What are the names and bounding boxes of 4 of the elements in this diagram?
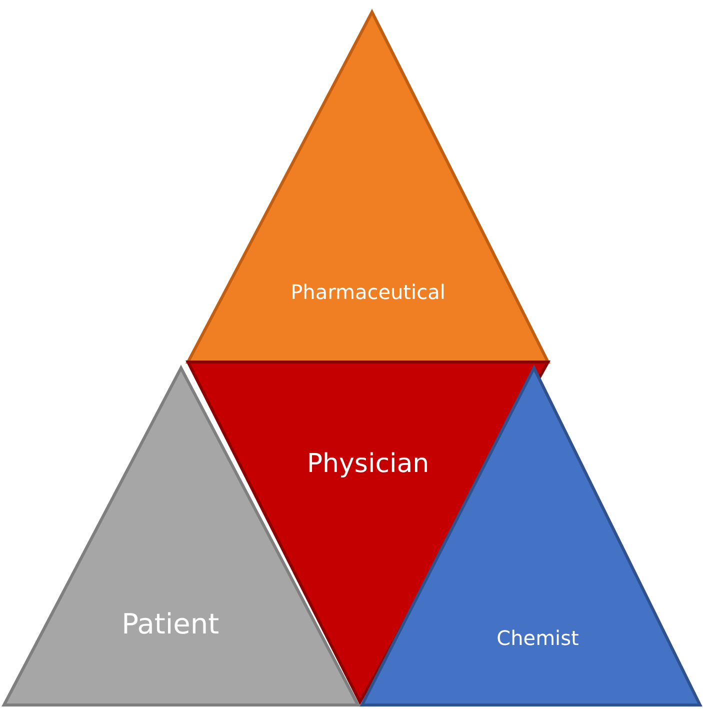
segment-label: Chemist (496, 626, 579, 650)
segment-label: Patient (122, 608, 220, 641)
segment-label: Physician (306, 449, 430, 479)
segment-label: Pharmaceutical (290, 280, 446, 304)
